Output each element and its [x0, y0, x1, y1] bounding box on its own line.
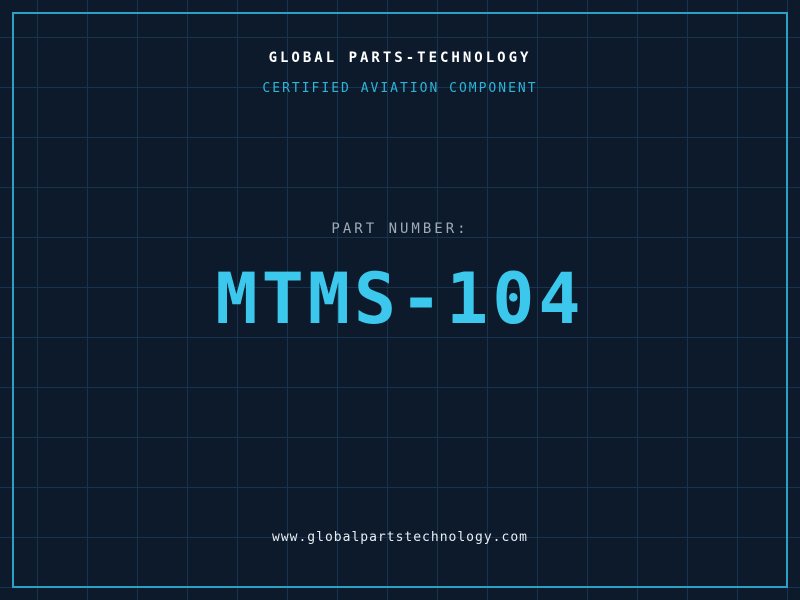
- company-name: GLOBAL PARTS-TECHNOLOGY: [268, 50, 532, 66]
- website-url: www.globalpartstechnology.com: [272, 530, 528, 545]
- certification-subtitle: CERTIFIED AVIATION COMPONENT: [262, 81, 538, 96]
- part-number-value: MTMS-104: [215, 258, 585, 340]
- part-number-label: PART NUMBER:: [331, 221, 469, 237]
